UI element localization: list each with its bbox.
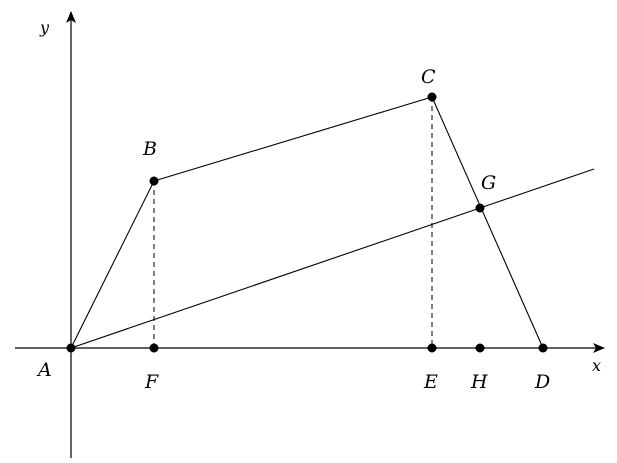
y-axis-label: y: [39, 18, 50, 37]
point-c: [427, 92, 437, 102]
segment-cd: [431, 96, 544, 349]
label-a: A: [36, 359, 52, 381]
label-e: E: [423, 371, 438, 393]
label-c: C: [421, 66, 436, 88]
segment-ab: [70, 180, 155, 349]
point-b: [149, 176, 159, 186]
point-h: [475, 343, 485, 353]
point-e: [427, 343, 437, 353]
label-d: D: [534, 371, 550, 393]
point-a: [66, 343, 76, 353]
label-h: H: [470, 371, 488, 393]
label-g: G: [481, 172, 496, 194]
point-d: [538, 343, 548, 353]
x-axis-label: x: [592, 356, 601, 375]
label-b: B: [142, 138, 157, 160]
point-g: [475, 203, 485, 213]
ray-ag: [70, 168, 595, 349]
label-f: F: [144, 371, 159, 393]
segment-bc: [153, 96, 433, 182]
point-f: [149, 343, 159, 353]
